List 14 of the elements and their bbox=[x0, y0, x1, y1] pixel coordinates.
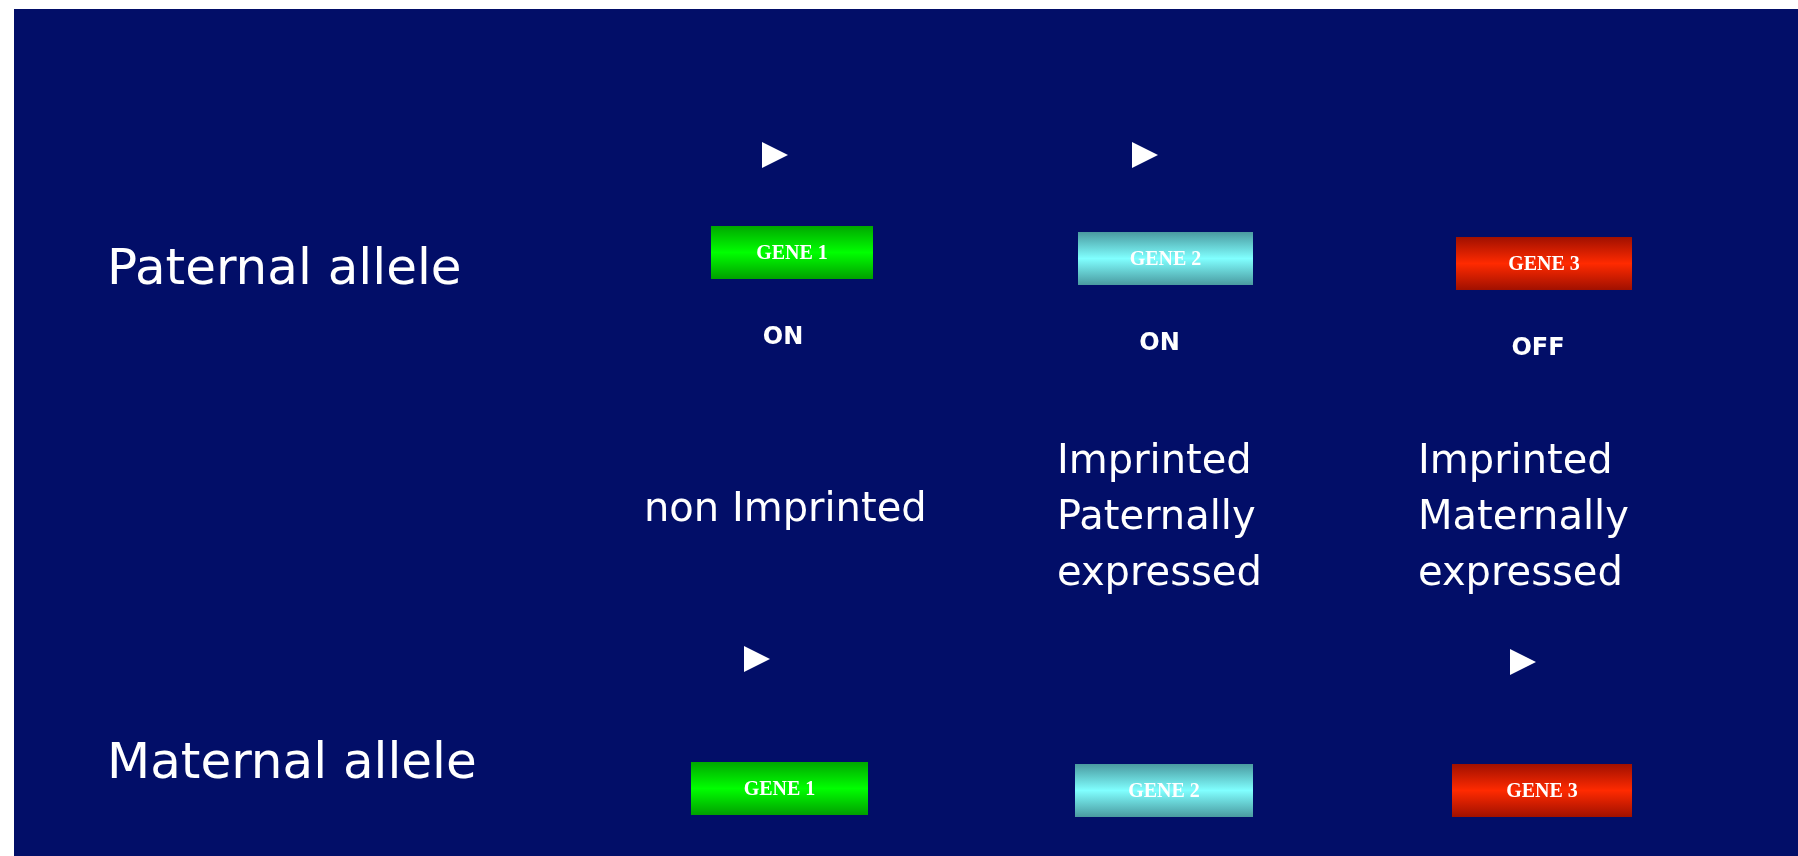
imprinting-label: Imprinted Maternally expressed bbox=[1418, 435, 1630, 596]
imprinting-label: Imprinted Paternally expressed bbox=[1057, 435, 1263, 596]
gene-box: GENE 2 bbox=[1075, 764, 1253, 817]
expression-state: ON bbox=[761, 322, 805, 350]
allele-label: Paternal allele bbox=[107, 237, 462, 297]
gene-box: GENE 3 bbox=[1456, 237, 1632, 290]
allele-label: Maternal allele bbox=[107, 731, 477, 791]
gene-box: GENE 1 bbox=[711, 226, 873, 279]
expression-state: ON bbox=[1138, 328, 1181, 356]
expression-state: OFF bbox=[1510, 333, 1566, 361]
imprinting-label: non Imprinted bbox=[644, 483, 928, 532]
gene-box: GENE 2 bbox=[1078, 232, 1253, 285]
gene-box: GENE 3 bbox=[1452, 764, 1632, 817]
gene-box: GENE 1 bbox=[691, 762, 868, 815]
